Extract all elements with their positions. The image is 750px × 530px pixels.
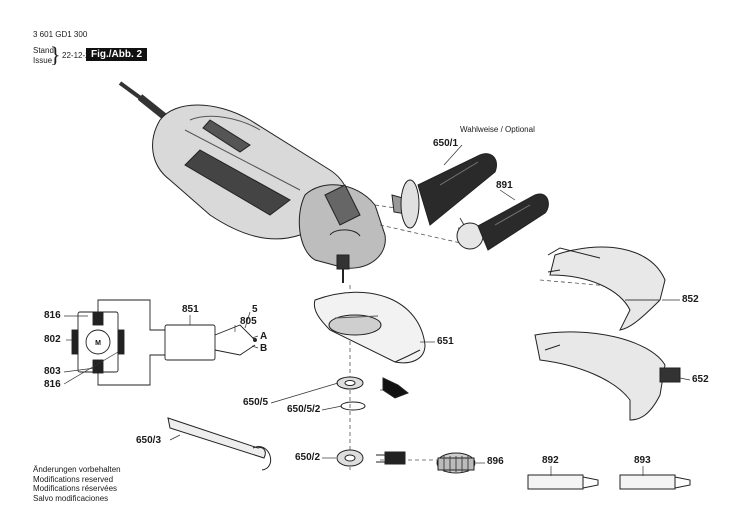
footer-line-en: Modifications reserved [33,474,114,484]
part-label-651: 651 [437,336,454,347]
part-label-650-5-2: 650/5/2 [287,404,321,415]
footer-line-fr: Modifications réservées [33,484,118,493]
gear-head [298,184,386,283]
optional-note: Wahlweise / Optional [460,125,535,134]
auxiliary-handle-891 [456,193,549,251]
part-label-816-top: 816 [44,310,61,321]
part-label-892: 892 [542,455,559,466]
figure-label: Fig./Abb. 2 [86,48,148,61]
terminal-label-a: A [260,331,268,342]
part-label-5: 5 [252,304,258,315]
flange-650-5 [336,376,409,411]
part-label-802: 802 [44,334,61,345]
part-label-896: 896 [487,456,504,467]
part-label-816-bottom: 816 [44,379,61,390]
part-label-650-1: 650/1 [433,138,459,149]
footer-line-de: Änderungen vorbehalten [33,465,121,474]
issue-label: Issue [33,56,53,65]
part-label-650-5: 650/5 [243,397,269,408]
clamping-nut-650-2 [336,449,406,467]
protection-guard-852 [547,246,666,331]
part-label-891: 891 [496,180,513,191]
auxiliary-handle-650-1 [391,153,497,229]
part-label-893: 893 [634,455,651,466]
part-label-851: 851 [182,304,199,315]
motor-symbol-label: M [95,340,101,347]
brace-symbol: } [50,42,61,67]
part-label-650-2: 650/2 [295,452,321,463]
grease-tube-893 [619,474,691,490]
pin-wrench-650-3 [167,417,272,471]
terminal-label-b: B [260,343,268,354]
grease-tube-892 [527,474,599,490]
stand-label: Stand [33,46,54,55]
protection-guard-651 [313,291,426,364]
quick-clamping-nut-896 [436,452,476,474]
document-number: 3 601 GD1 300 [33,30,88,39]
footer-notes: Änderungen vorbehalten Modifications res… [33,465,121,503]
part-label-803: 803 [44,366,61,377]
issue-date: 22-12-20 [62,51,95,60]
footer-line-es: Salvo modificaciones [33,493,109,503]
protection-guard-652 [534,331,681,421]
part-label-852: 852 [682,294,699,305]
angle-grinder-body [152,104,349,240]
part-label-652: 652 [692,374,709,385]
part-label-650-3: 650/3 [136,435,162,446]
part-label-805: 805 [240,316,257,327]
wiring-schematic [71,299,257,386]
